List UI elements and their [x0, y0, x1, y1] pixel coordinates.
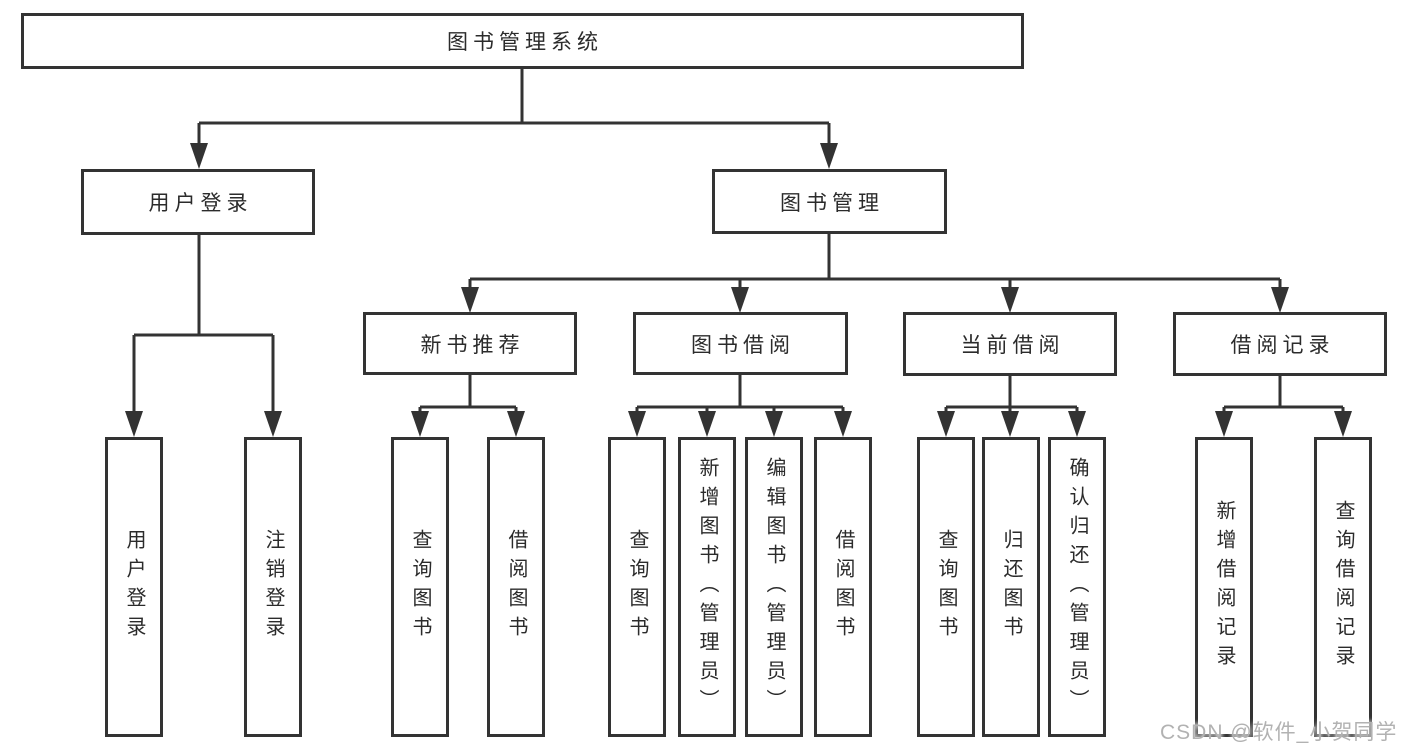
- arrow-down-icon: [937, 411, 955, 437]
- connector-book-mgmt-children: [468, 233, 1282, 290]
- node-label: 确认归还（管理员）: [1066, 456, 1088, 718]
- arrow-down-icon: [1001, 411, 1019, 437]
- arrow-down-icon: [411, 411, 429, 437]
- node-label: 查询图书: [626, 529, 648, 645]
- arrow-down-icon: [190, 143, 208, 169]
- arrow-down-icon: [507, 411, 525, 437]
- arrow-down-icon: [1068, 411, 1086, 437]
- node-borrow-record: 借阅记录: [1173, 312, 1387, 376]
- arrow-down-icon: [698, 411, 716, 437]
- arrow-down-icon: [264, 411, 282, 437]
- leaf-edit-books-admin: 编辑图书（管理员）: [745, 437, 803, 737]
- node-root-library-system: 图书管理系统: [21, 13, 1024, 69]
- node-label: 图书管理系统: [447, 31, 603, 54]
- connector-book-borrow-children: [635, 375, 845, 414]
- leaf-borrow-books-recommend: 借阅图书: [487, 437, 545, 737]
- leaf-logout: 注销登录: [244, 437, 302, 737]
- arrow-down-icon: [1334, 411, 1352, 437]
- arrow-down-icon: [461, 287, 479, 313]
- leaf-query-books-current: 查询图书: [917, 437, 975, 737]
- node-label: 新增借阅记录: [1213, 500, 1235, 674]
- node-label: 借阅记录: [1230, 334, 1335, 357]
- node-new-book-recommend: 新书推荐: [363, 312, 577, 375]
- leaf-return-books: 归还图书: [982, 437, 1040, 737]
- node-label: 注销登录: [262, 529, 284, 645]
- arrow-down-icon: [1271, 287, 1289, 313]
- arrow-down-icon: [731, 287, 749, 313]
- node-label: 当前借阅: [960, 334, 1065, 357]
- node-label: 新增图书（管理员）: [696, 456, 718, 718]
- arrow-down-icon: [765, 411, 783, 437]
- connector-borrow-record-children: [1222, 375, 1345, 414]
- connector-current-borrow-children: [944, 375, 1079, 414]
- leaf-add-books-admin: 新增图书（管理员）: [678, 437, 736, 737]
- node-label: 归还图书: [1000, 529, 1022, 645]
- leaf-user-login: 用户登录: [105, 437, 163, 737]
- leaf-query-borrow-record: 查询借阅记录: [1314, 437, 1372, 737]
- node-book-management: 图书管理: [712, 169, 947, 234]
- arrow-down-icon: [1001, 287, 1019, 313]
- leaf-borrow-books: 借阅图书: [814, 437, 872, 737]
- leaf-confirm-return-admin: 确认归还（管理员）: [1048, 437, 1106, 737]
- node-label: 借阅图书: [505, 529, 527, 645]
- arrow-down-icon: [834, 411, 852, 437]
- connector-user-login-children: [132, 234, 275, 414]
- csdn-watermark: CSDN @软件_小贺同学: [1160, 721, 1398, 744]
- node-book-borrow: 图书借阅: [633, 312, 848, 375]
- node-label: 借阅图书: [832, 529, 854, 645]
- arrow-down-icon: [820, 143, 838, 169]
- node-label: 图书管理: [780, 191, 884, 215]
- arrow-down-icon: [1215, 411, 1233, 437]
- node-label: 查询图书: [935, 529, 957, 645]
- node-label: 用户登录: [148, 192, 253, 215]
- node-label: 图书借阅: [691, 333, 795, 357]
- node-current-borrow: 当前借阅: [903, 312, 1117, 376]
- node-label: 编辑图书（管理员）: [763, 456, 785, 718]
- node-user-login: 用户登录: [81, 169, 315, 235]
- arrow-down-icon: [125, 411, 143, 437]
- node-label: 新书推荐: [420, 333, 525, 357]
- node-label: 查询借阅记录: [1332, 500, 1354, 674]
- arrowhead-icons: [125, 143, 1352, 437]
- leaf-query-books-recommend: 查询图书: [391, 437, 449, 737]
- leaf-add-borrow-record: 新增借阅记录: [1195, 437, 1253, 737]
- node-label: 用户登录: [123, 529, 145, 645]
- connector-new-book-children: [418, 375, 518, 414]
- node-label: 查询图书: [409, 529, 431, 645]
- arrow-down-icon: [628, 411, 646, 437]
- leaf-query-books-borrow: 查询图书: [608, 437, 666, 737]
- connector-root-to-level2: [197, 68, 831, 146]
